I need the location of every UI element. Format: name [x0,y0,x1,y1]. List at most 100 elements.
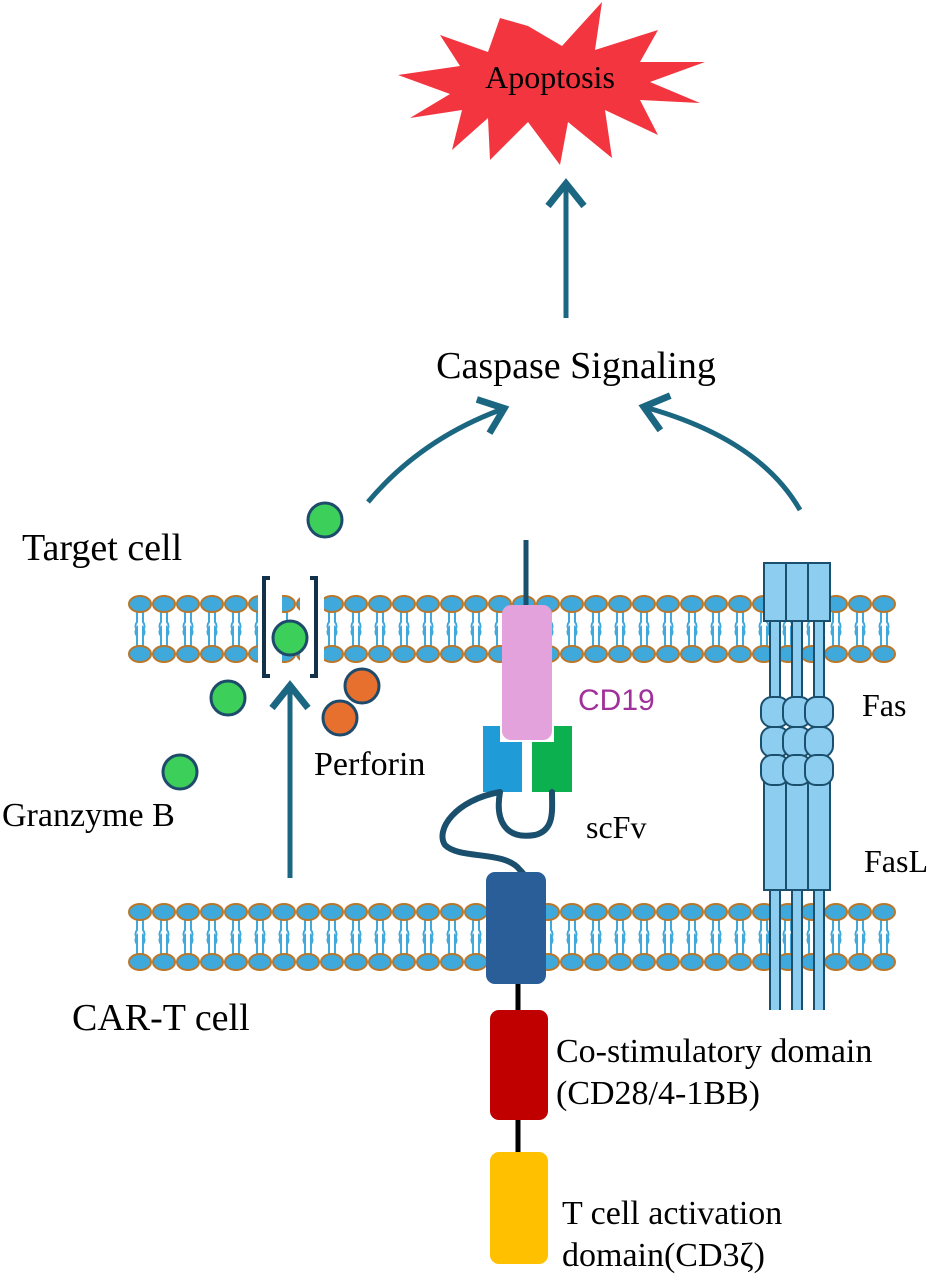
lipid-head [368,645,392,663]
costim-label-line2: (CD28/4-1BB) [556,1075,760,1112]
lipid-head [608,953,632,971]
lipid-head [344,953,368,971]
lipid-head [632,645,656,663]
costimulatory-domain [490,1010,548,1120]
lipid-head [560,595,584,613]
fas-domain [804,726,834,758]
lipid-head [152,903,176,921]
lipid-head [680,645,704,663]
granzyme-b-label: Granzyme B [2,797,175,834]
lipid-head [584,595,608,613]
lipid-tail [422,612,434,646]
lipid-tail [758,612,770,646]
lipid-head [608,645,632,663]
lipid-tail [446,920,458,954]
lipid-tail [566,612,578,646]
lipid-head [128,595,152,613]
fasl-stalk [814,880,824,1010]
lipid-head [176,645,200,663]
lipid-tail [158,612,170,646]
lipid-head [680,953,704,971]
perforin-particle [343,667,381,705]
lipid-head [704,903,728,921]
lipid-tail [710,612,722,646]
lipid-head [248,953,272,971]
lipid-head [368,953,392,971]
lipid-head [440,595,464,613]
lipid-tail [686,612,698,646]
lipid-head [704,595,728,613]
lipid-head [224,903,248,921]
lipid-head [440,953,464,971]
lipid-tail [326,612,338,646]
lipid-head [848,595,872,613]
lipid-tail [182,920,194,954]
lipid-head [824,903,848,921]
lipid-tail [662,920,674,954]
fasl-label: FasL [864,843,928,879]
lipid-head [440,903,464,921]
lipid-tail [638,612,650,646]
granzyme-b-particle [306,501,344,539]
lipid-head [728,953,752,971]
lipid-head [704,953,728,971]
lipid-head [392,595,416,613]
fas-label: Fas [862,687,906,723]
cd19-receptor [502,605,552,740]
lipid-tail [878,920,890,954]
lipid-tail [158,920,170,954]
lipid-head [368,595,392,613]
lipid-head [296,903,320,921]
lipid-head [656,953,680,971]
lipid-tail [470,920,482,954]
perforin-particle [321,699,359,737]
lipid-tail [638,920,650,954]
lipid-head [656,645,680,663]
fas-domain [804,754,834,786]
fas-domain [804,696,834,728]
apoptosis-star-icon [398,2,705,165]
lipid-head [320,903,344,921]
lipid-tail [590,612,602,646]
target-cell-label: Target cell [22,527,182,569]
lipid-head [296,953,320,971]
lipid-tail [854,612,866,646]
lipid-head [848,645,872,663]
lipid-tail [686,920,698,954]
lipid-head [848,953,872,971]
lipid-head [464,953,488,971]
lipid-tail [182,612,194,646]
lipid-tail [350,612,362,646]
lipid-head [872,645,896,663]
fas-receptor [807,562,831,622]
lipid-tail [422,920,434,954]
lipid-head [584,645,608,663]
lipid-head [200,595,224,613]
t-cell-activation-domain [490,1152,548,1264]
lipid-head [344,595,368,613]
lipid-head [656,903,680,921]
lipid-head [632,953,656,971]
lipid-tail [206,612,218,646]
lipid-head [224,595,248,613]
lipid-head [728,595,752,613]
lipid-head [632,595,656,613]
fas-receptor [763,562,787,622]
lipid-tail [134,920,146,954]
lipid-tail [230,612,242,646]
lipid-head [176,595,200,613]
caspase-signaling-label: Caspase Signaling [436,345,716,387]
perforin-label: Perforin [314,746,425,783]
lipid-head [392,953,416,971]
lipid-tail [374,612,386,646]
lipid-head [344,645,368,663]
apoptosis-burst: Apoptosis [398,2,705,165]
lipid-tail [710,920,722,954]
lipid-tail [254,920,266,954]
lipid-tail [590,920,602,954]
lipid-head [584,903,608,921]
lipid-tail [614,612,626,646]
lipid-head [728,903,752,921]
lipid-head [128,645,152,663]
lipid-head [464,595,488,613]
